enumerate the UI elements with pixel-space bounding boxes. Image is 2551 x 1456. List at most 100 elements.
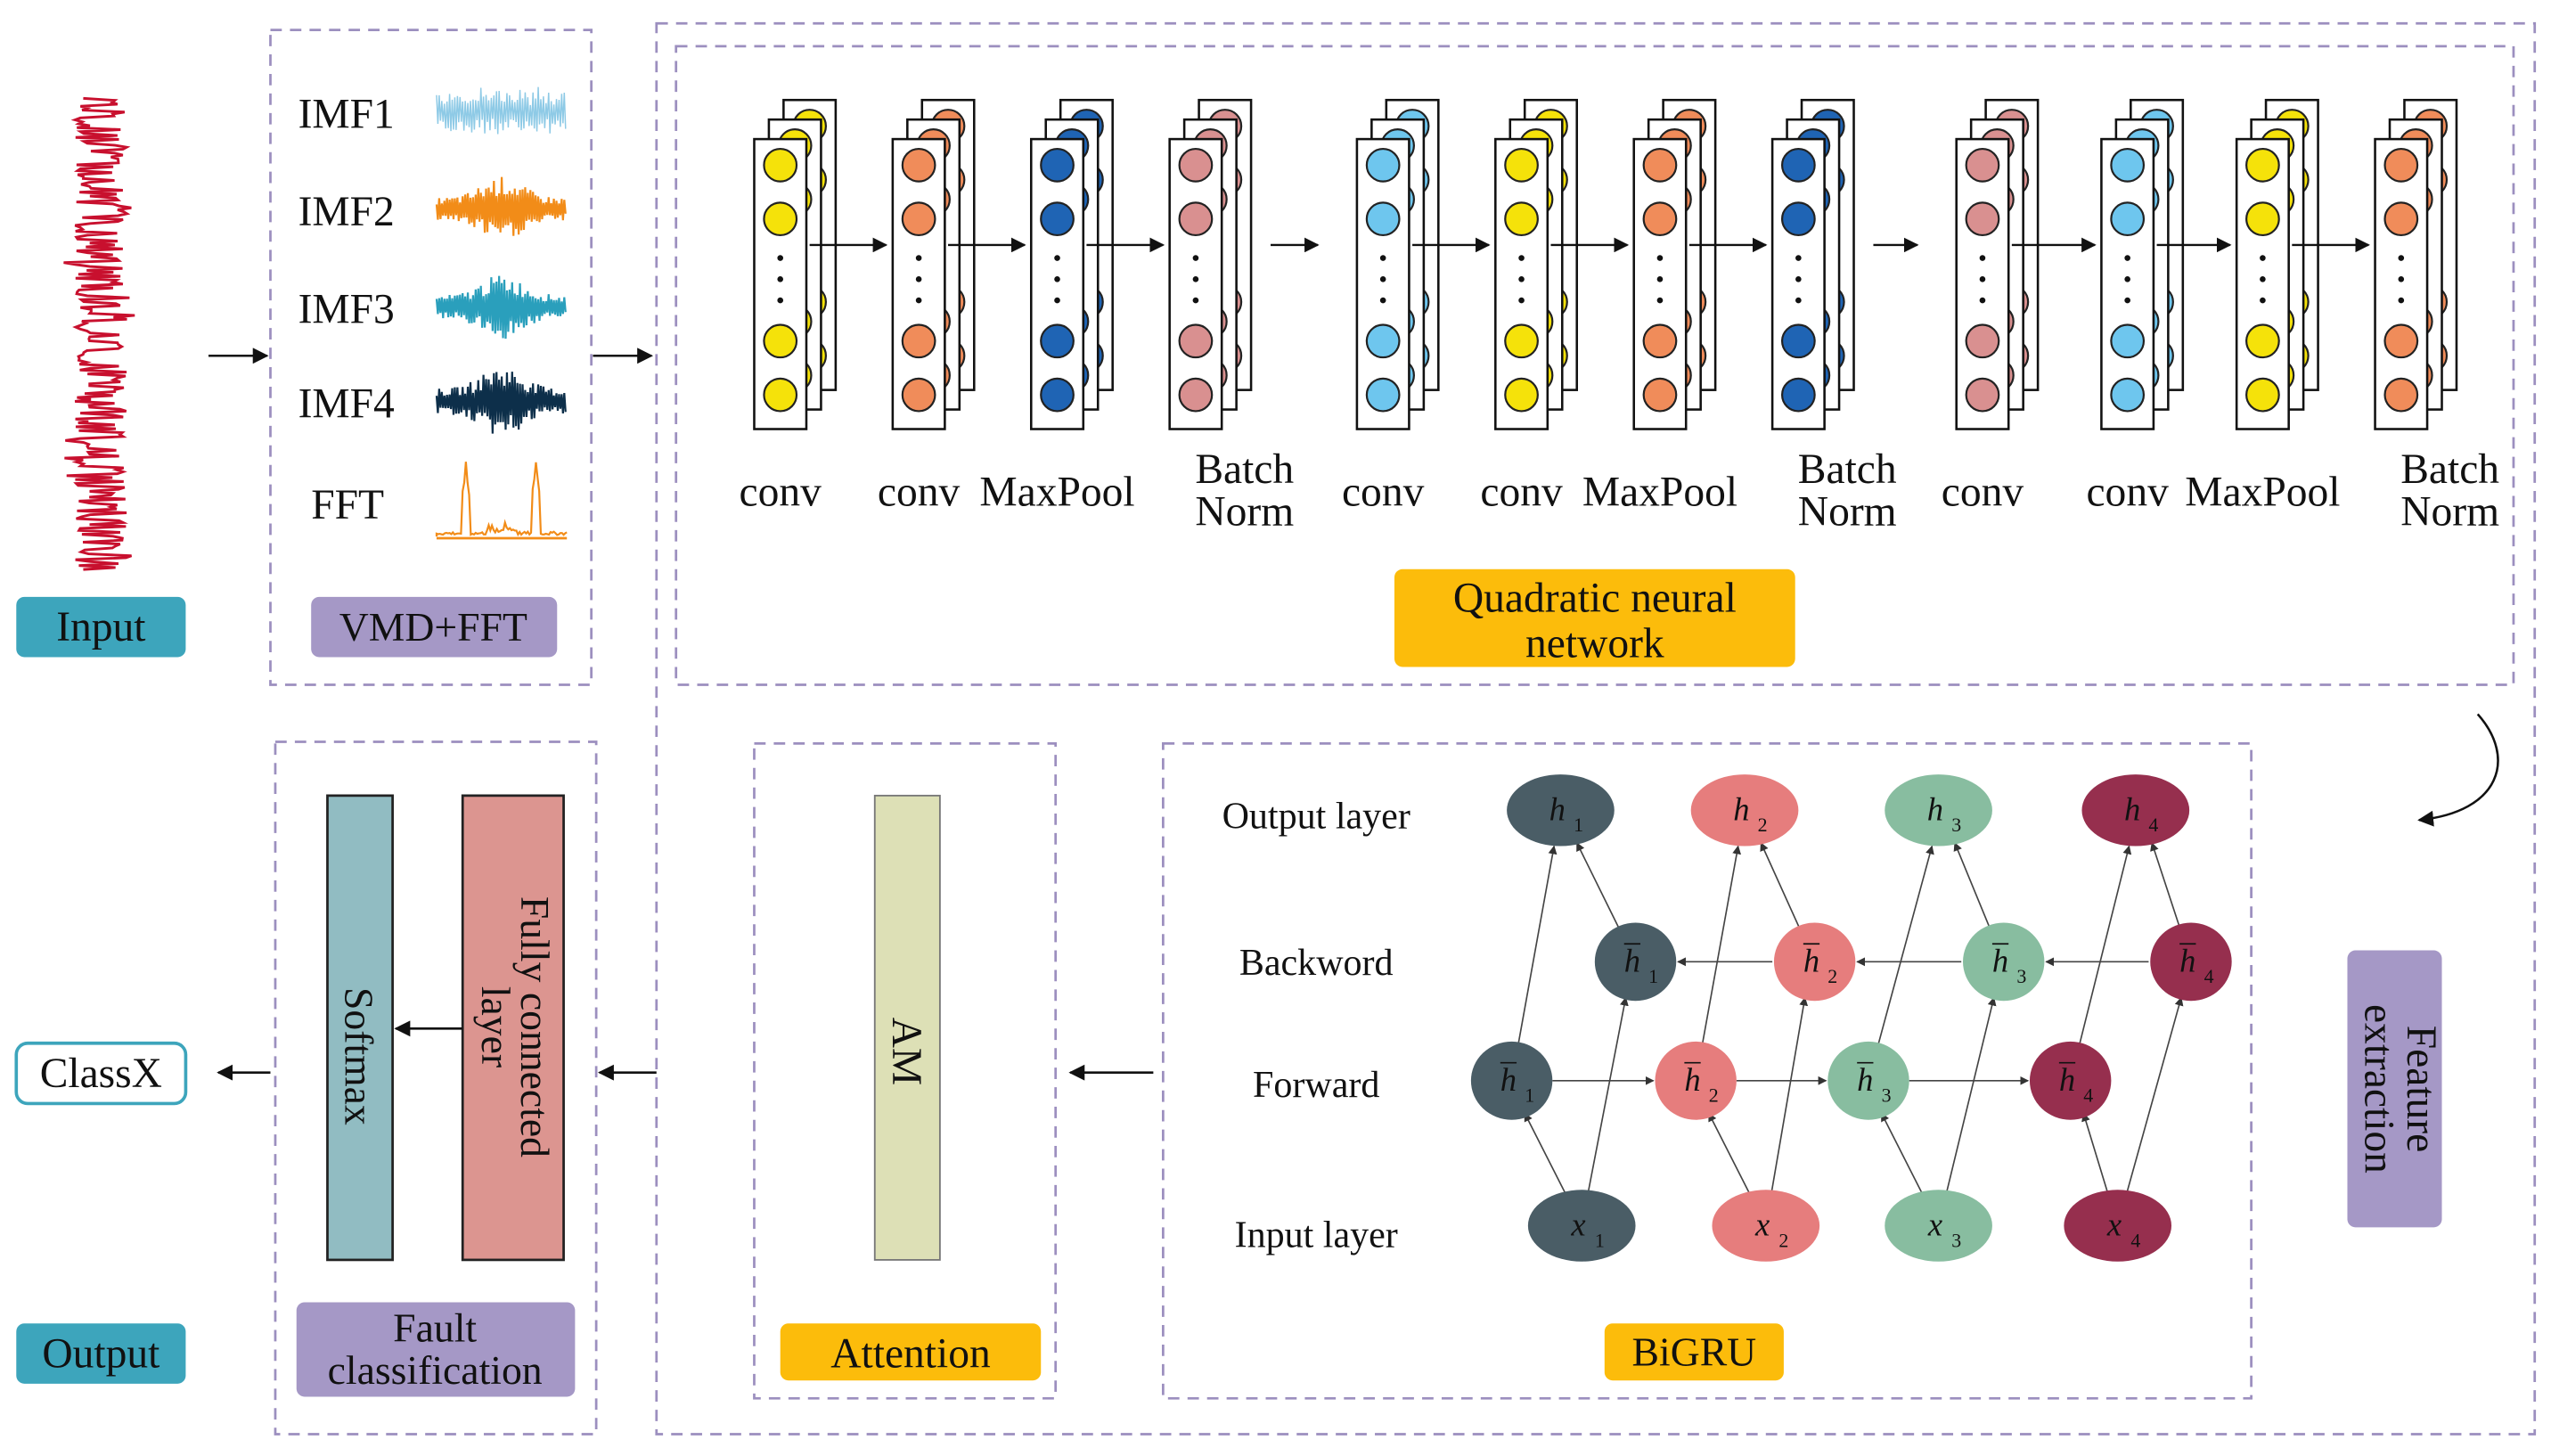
fc-label-line2: layer bbox=[473, 986, 519, 1067]
qnn-ellipsis-dot bbox=[1795, 297, 1802, 304]
input-node-1-subscript: 1 bbox=[1595, 1229, 1605, 1251]
forward-node-2-subscript: 2 bbox=[1709, 1084, 1719, 1107]
qnn-neuron bbox=[1780, 147, 1816, 183]
output-node-2-label: h bbox=[1733, 790, 1749, 827]
classification-panel: Fully connected layer Softmax Fault clas… bbox=[274, 740, 598, 1436]
softmax-label: Softmax bbox=[337, 987, 382, 1125]
input-node-3 bbox=[1885, 1190, 1992, 1262]
output-node-2-subscript: 2 bbox=[1758, 814, 1768, 836]
qnn-neuron bbox=[1642, 323, 1678, 359]
qnn-layer-5: conv bbox=[1342, 98, 1491, 515]
qnn-layer-6: conv bbox=[1480, 98, 1630, 515]
attention-panel: AM Attention bbox=[753, 741, 1058, 1400]
vmd-label-3: IMF3 bbox=[298, 287, 395, 333]
backward-node-3-subscript: 3 bbox=[2016, 965, 2026, 987]
classification-title-line2: classification bbox=[328, 1347, 543, 1393]
classification-title-bg bbox=[296, 1302, 576, 1397]
qnn-neuron bbox=[2383, 323, 2419, 359]
qnn-neuron bbox=[1965, 147, 2000, 183]
qnn-layer-label-4-a: Batch bbox=[1195, 446, 1294, 493]
qnn-ellipsis-dot bbox=[1656, 276, 1664, 282]
qnn-ellipsis-dot bbox=[1518, 297, 1525, 304]
qnn-ellipsis-dot bbox=[2398, 297, 2405, 304]
qnn-layer-label-5: conv bbox=[1342, 469, 1425, 515]
qnn-neuron bbox=[1365, 201, 1401, 237]
qnn-neuron bbox=[1780, 323, 1816, 359]
qnn-neuron bbox=[2245, 323, 2280, 359]
am-label: AM bbox=[883, 1018, 929, 1086]
bigru-row-forward: Forward bbox=[1253, 1065, 1379, 1106]
qnn-ellipsis-dot bbox=[1979, 255, 1986, 261]
output-node-3-label: h bbox=[1927, 790, 1943, 827]
edge-forward-output bbox=[2069, 845, 2132, 1082]
qnn-frame-card bbox=[2100, 137, 2155, 430]
qnn-neuron bbox=[1178, 323, 1214, 359]
qnn-ellipsis-dot bbox=[1979, 297, 1986, 304]
am-block bbox=[873, 794, 941, 1261]
qnn-ellipsis-dot bbox=[2260, 255, 2266, 261]
backward-node-4-label: h bbox=[2179, 942, 2195, 978]
qnn-neuron bbox=[1040, 377, 1075, 413]
qnn-ellipsis-dot bbox=[2260, 276, 2266, 282]
output-node-1-subscript: 1 bbox=[1574, 814, 1583, 836]
qnn-ellipsis-dot bbox=[1656, 297, 1664, 304]
input-node-3-label: x bbox=[1927, 1206, 1942, 1242]
backward-node-4-subscript: 4 bbox=[2204, 965, 2214, 987]
qnn-neuron bbox=[2110, 377, 2146, 413]
bigru-panel: Output layer Backword Forward Input laye… bbox=[1161, 741, 2253, 1400]
qnn-layer-label-8-a: Batch bbox=[1798, 446, 1897, 493]
qnn-neuron bbox=[1642, 201, 1678, 237]
qnn-layer-label-7: MaxPool bbox=[1582, 469, 1737, 515]
bigru-title-bg bbox=[1604, 1323, 1784, 1381]
vmd-label-2: IMF2 bbox=[298, 189, 395, 235]
qnn-neuron bbox=[763, 323, 798, 359]
qnn-neuron bbox=[1365, 377, 1401, 413]
output-node-4-subscript: 4 bbox=[2148, 814, 2158, 836]
forward-node-4-subscript: 4 bbox=[2083, 1084, 2093, 1107]
vmd-wave-1 bbox=[436, 86, 567, 135]
feature-extraction-line1: Feature bbox=[2398, 1026, 2444, 1152]
softmax-block bbox=[326, 794, 394, 1262]
qnn-neuron bbox=[1040, 147, 1075, 183]
input-node-1-label: x bbox=[1570, 1206, 1585, 1242]
qnn-layer-11: MaxPool bbox=[2185, 98, 2370, 515]
qnn-neuron bbox=[1504, 323, 1539, 359]
vmd-panel: IMF1 IMF2 IMF3 IMF4 FFT VMD+FFT bbox=[269, 29, 593, 686]
backward-node-4 bbox=[2150, 922, 2232, 1002]
bigru-row-input: Input layer bbox=[1235, 1215, 1398, 1256]
output-node-4 bbox=[2081, 774, 2190, 847]
input-node-2 bbox=[1712, 1190, 1820, 1262]
qnn-neuron bbox=[2383, 377, 2419, 413]
vmd-wave-4 bbox=[435, 372, 567, 434]
backward-node-3 bbox=[1963, 922, 2045, 1002]
qnn-neuron bbox=[1642, 377, 1678, 413]
qnn-layer-3: MaxPool bbox=[979, 98, 1165, 515]
arrow-qnn-to-bigru bbox=[2417, 713, 2499, 827]
forward-node-1-label: h bbox=[1500, 1061, 1517, 1098]
output-node-1-label: h bbox=[1549, 790, 1566, 827]
input-node-1 bbox=[1527, 1190, 1636, 1262]
qnn-neuron bbox=[1040, 201, 1075, 237]
qnn-ellipsis-dot bbox=[1379, 297, 1386, 304]
input-panel: Input bbox=[16, 96, 186, 658]
qnn-neuron bbox=[2383, 201, 2419, 237]
output-node-4-label: h bbox=[2124, 790, 2140, 827]
fft-spectrum bbox=[435, 462, 568, 537]
attention-frame bbox=[753, 741, 1058, 1400]
input-node-2-subscript: 2 bbox=[1778, 1229, 1788, 1251]
qnn-ellipsis-dot bbox=[1795, 255, 1802, 261]
input-waveform-path bbox=[63, 96, 135, 571]
qnn-neuron bbox=[901, 377, 936, 413]
input-waveform bbox=[63, 96, 135, 571]
vmd-frame bbox=[269, 29, 593, 686]
qnn-neuron bbox=[901, 147, 936, 183]
output-node-3-subscript: 3 bbox=[1951, 814, 1961, 836]
vmd-waveforms bbox=[435, 86, 568, 540]
backward-node-2-label: h bbox=[1803, 942, 1819, 978]
qnn-ellipsis-dot bbox=[1979, 276, 1986, 282]
qnn-ellipsis-dot bbox=[1054, 276, 1060, 282]
input-node-2-label: x bbox=[1754, 1206, 1770, 1242]
